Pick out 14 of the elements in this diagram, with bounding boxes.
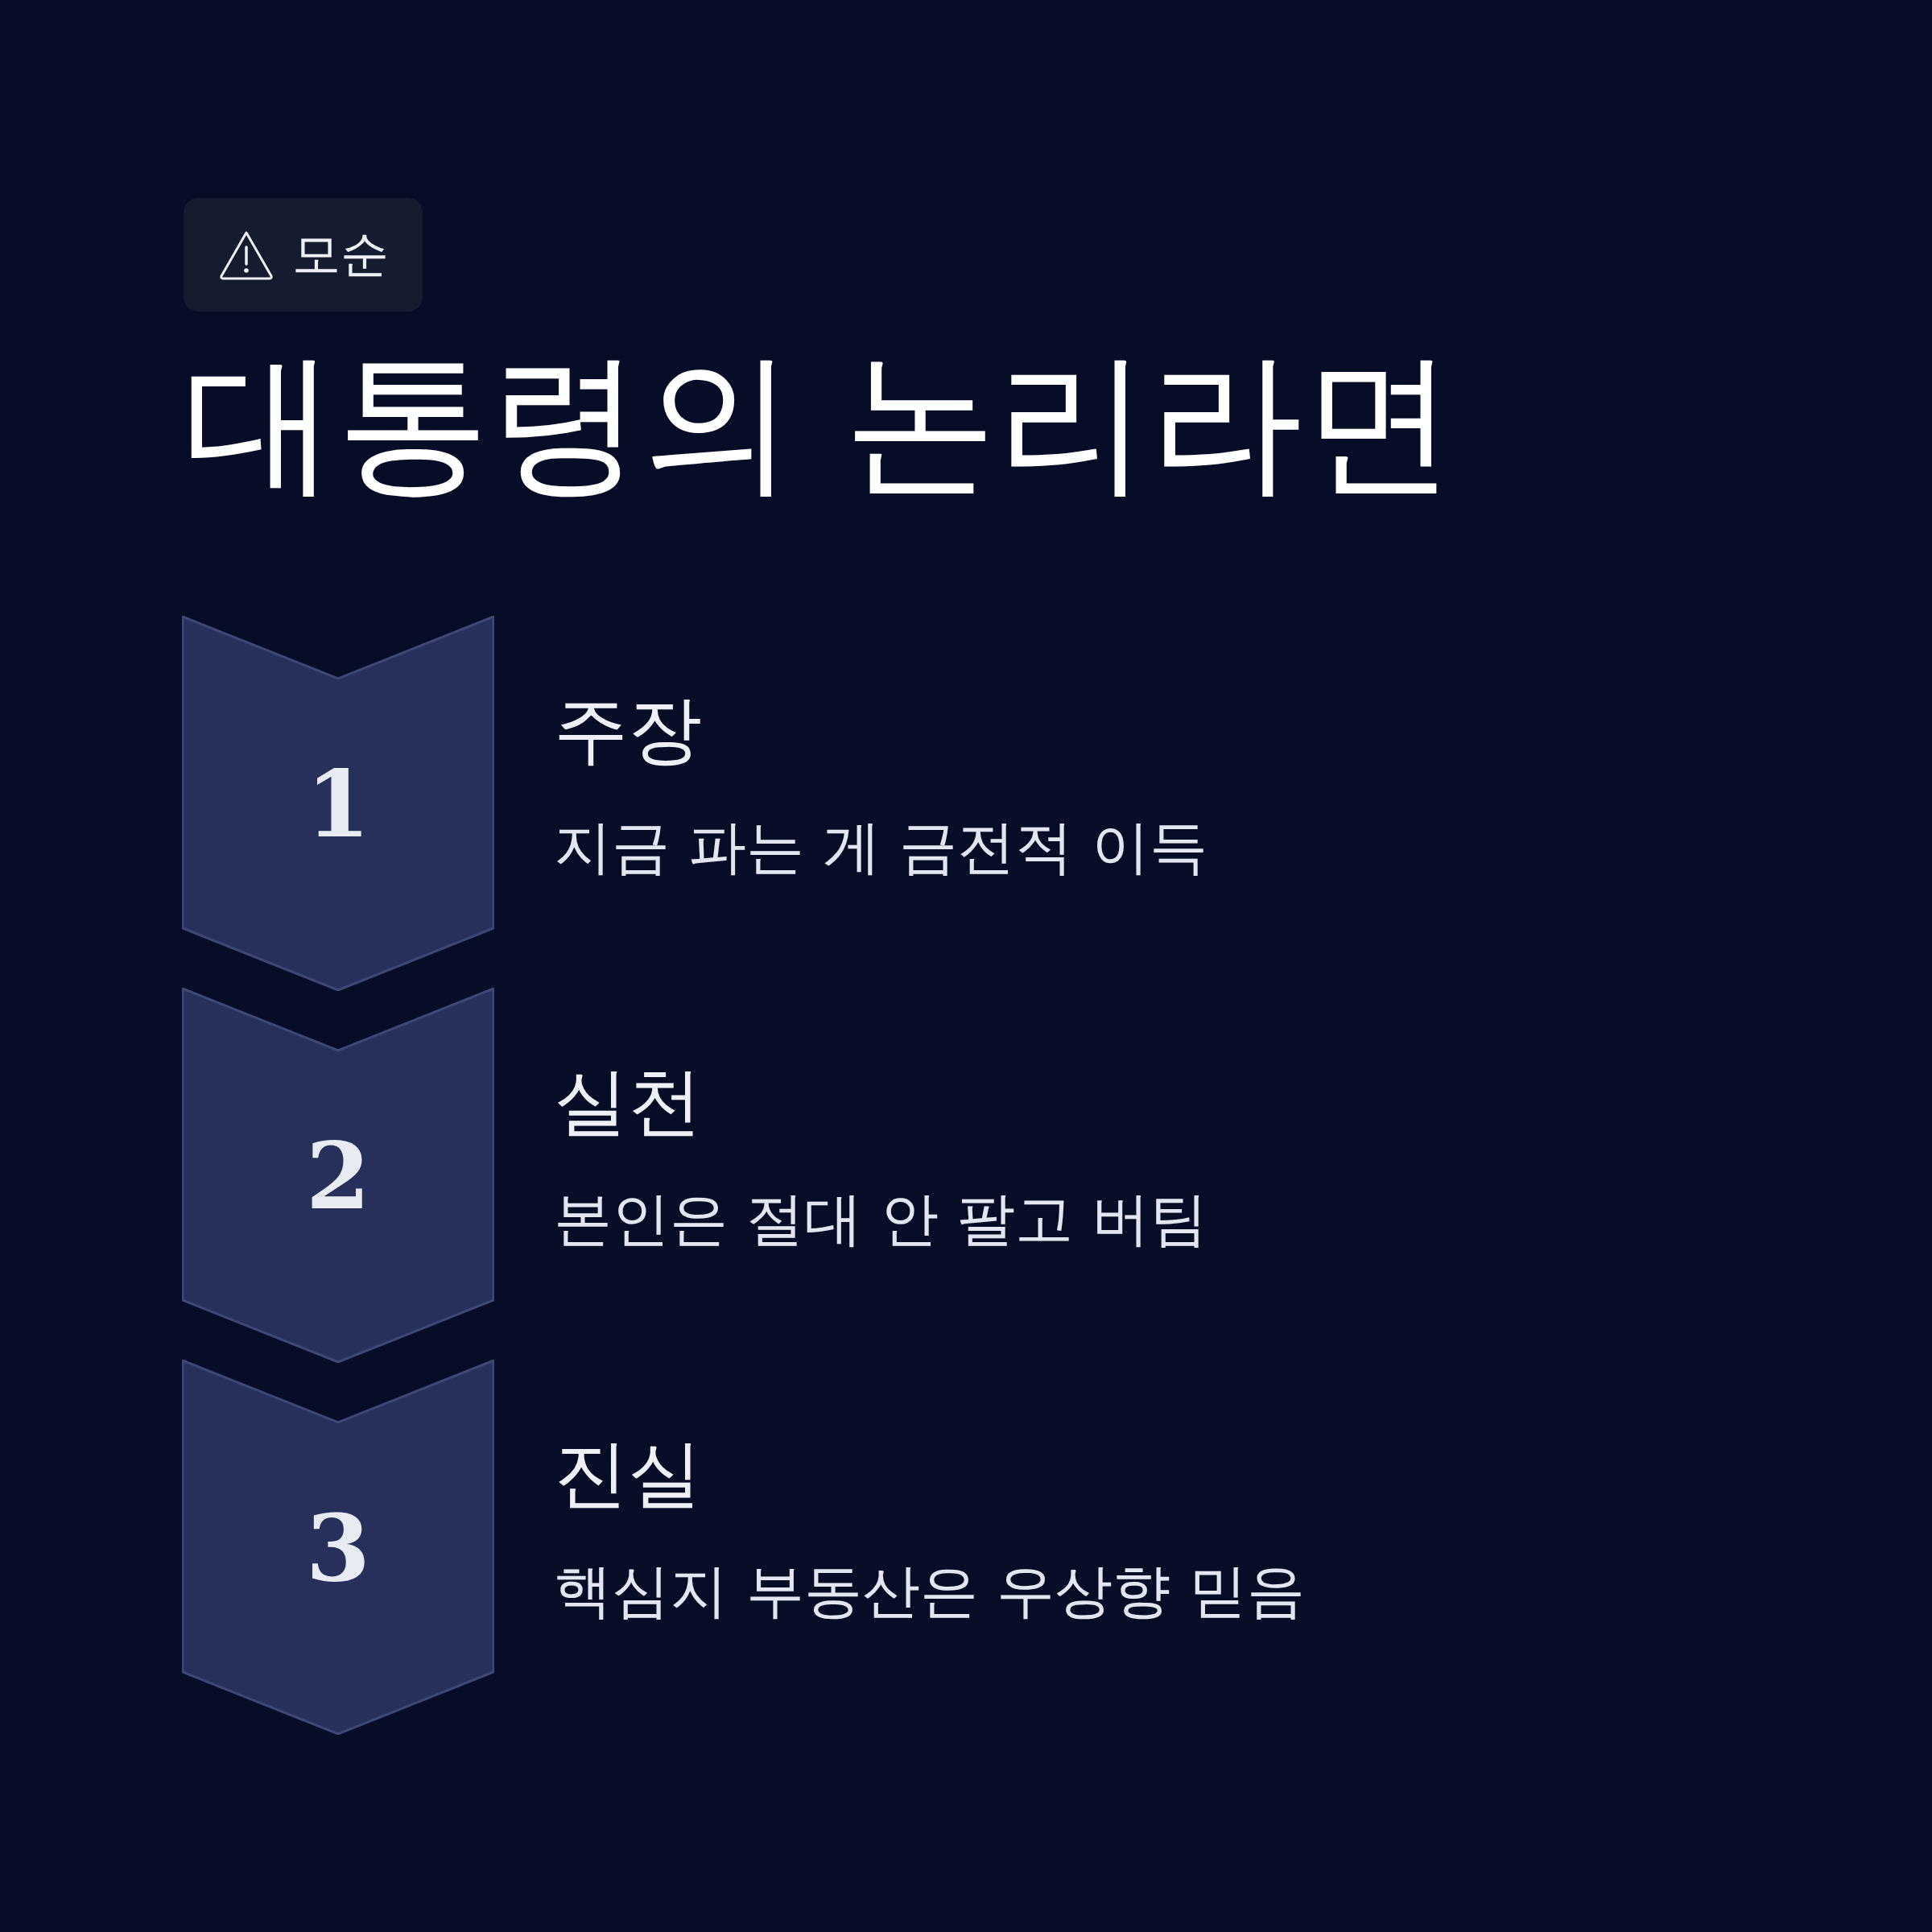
- step-heading: 실천: [554, 1058, 702, 1146]
- step-description: 본인은 절대 안 팔고 버팀: [554, 1184, 1208, 1254]
- step-heading: 진실: [554, 1430, 702, 1518]
- step-description: 핵심지 부동산은 우상향 믿음: [554, 1556, 1305, 1626]
- chevron-shape: [182, 616, 494, 991]
- step-number: 3: [306, 1492, 370, 1602]
- step-heading: 주장: [554, 686, 702, 774]
- tag-badge: 모순: [184, 198, 423, 312]
- step-description: 지금 파는 게 금전적 이득: [554, 812, 1208, 882]
- chevron-shape: [182, 1360, 494, 1735]
- page-title: 대통령의 논리라면: [184, 338, 1456, 506]
- step-number: 2: [306, 1121, 370, 1230]
- chevron-shape: [182, 988, 494, 1363]
- step-number: 1: [306, 749, 370, 858]
